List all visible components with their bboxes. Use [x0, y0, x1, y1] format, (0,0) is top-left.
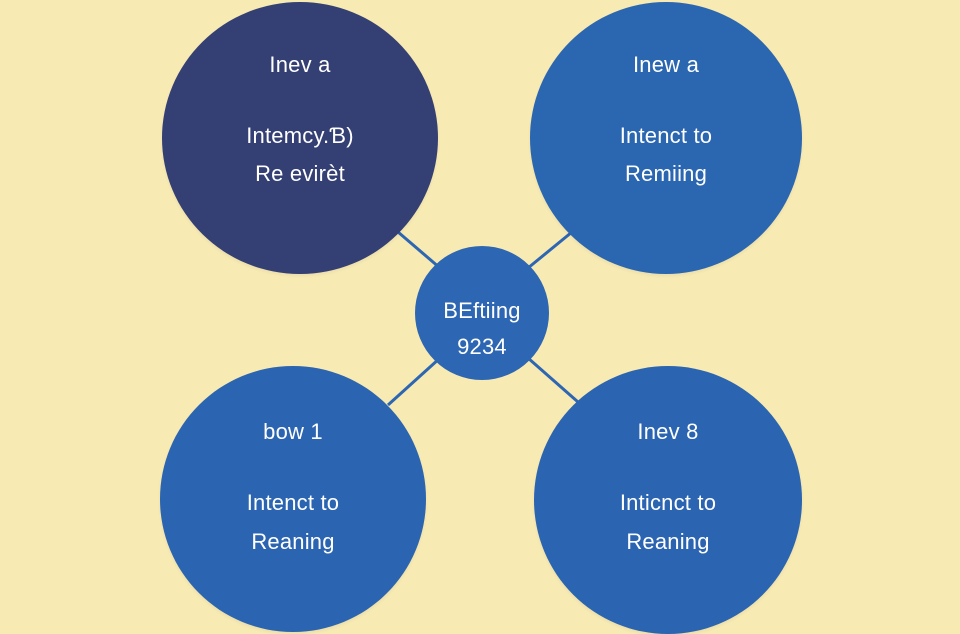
node-top-right-title: Inew a [632, 52, 700, 77]
node-bottom-right-line2: Reaning [626, 529, 710, 554]
connector-bottom-right [527, 356, 579, 404]
connector-lines [386, 230, 579, 407]
node-center-line1: BEftiing [443, 298, 521, 323]
node-bottom-left-line1: Intenct to [246, 490, 340, 515]
connector-top-right [527, 230, 573, 270]
connector-top-left [397, 230, 441, 270]
node-top-right: Inew a Intenct to Remiing [530, 2, 802, 274]
node-bottom-left: bow 1 Intenct to Reaning [160, 366, 426, 632]
node-top-left-title: Inev a [269, 52, 331, 77]
connector-bottom-left [386, 356, 442, 407]
node-top-right-line2: Remiing [624, 161, 708, 186]
diagram-canvas: Inev a Intemcy.Ɓ) Re evirèt Inew a Inten… [160, 2, 802, 634]
node-bottom-left-line2: Reaning [251, 529, 335, 554]
node-bottom-right-line1: Inticnct to [619, 490, 717, 515]
node-bottom-left-title: bow 1 [263, 419, 323, 444]
node-top-right-line1: Intenct to [619, 123, 713, 148]
node-center: BEftiing 9234 [415, 246, 549, 380]
node-top-left-line1: Intemcy.Ɓ) [246, 123, 354, 148]
node-bottom-right: Inev 8 Inticnct to Reaning [534, 366, 802, 634]
node-top-left: Inev a Intemcy.Ɓ) Re evirèt [162, 2, 438, 274]
node-bottom-right-title: Inev 8 [637, 419, 699, 444]
node-center-line2: 9234 [457, 334, 507, 359]
node-top-left-line2: Re evirèt [255, 161, 345, 186]
